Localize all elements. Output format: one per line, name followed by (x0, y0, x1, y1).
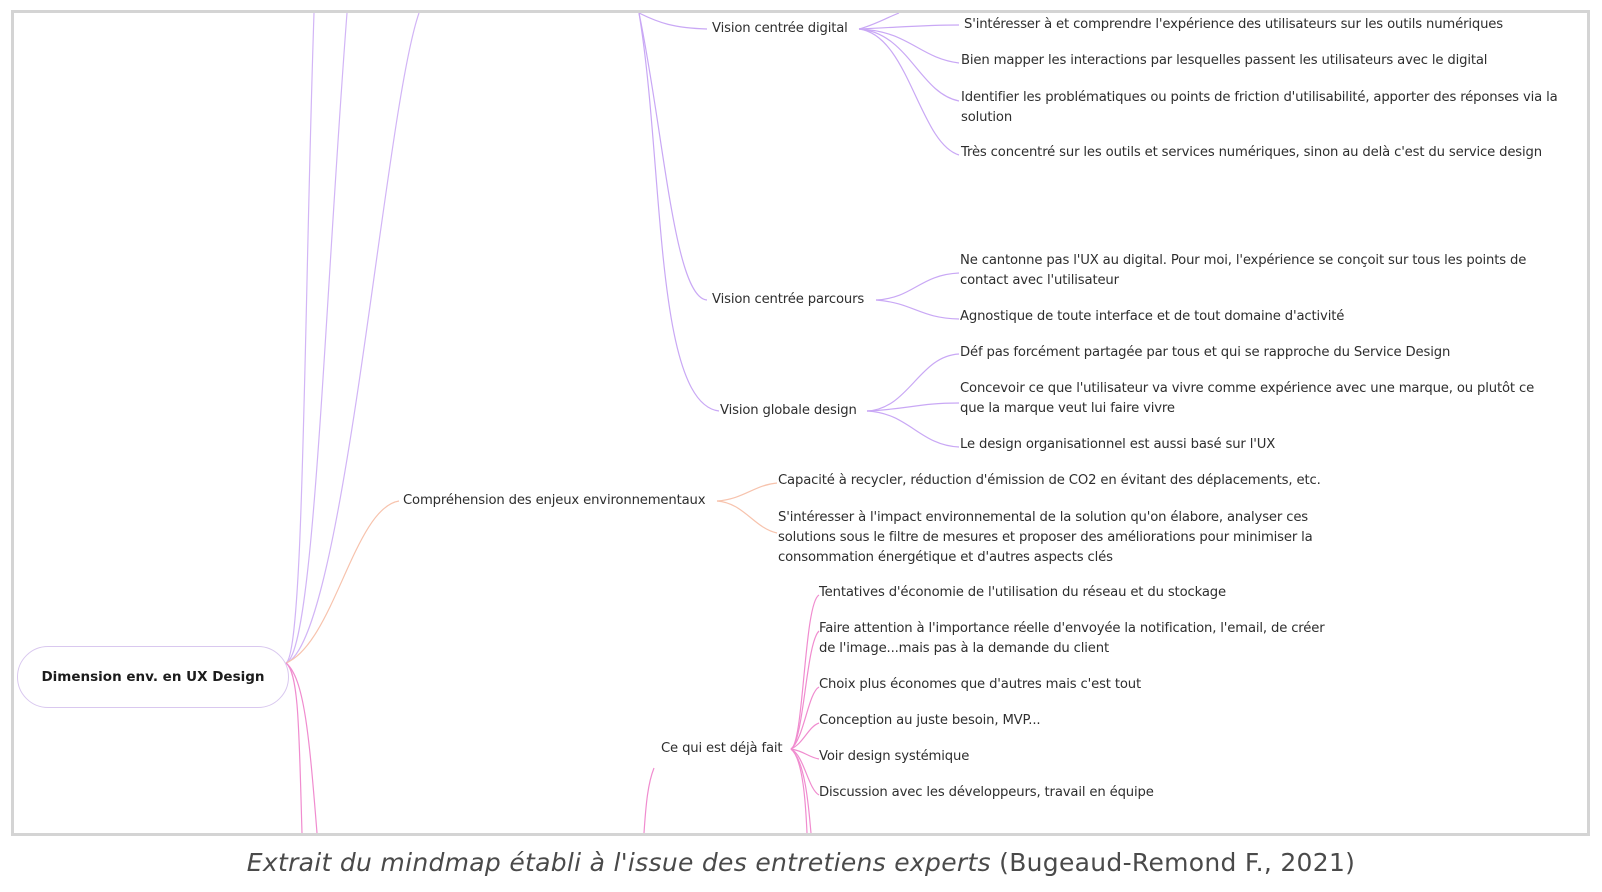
connector-digital-2 (858, 28, 960, 64)
connector-hub-parcours (638, 13, 708, 301)
caption-source: (Bugeaud-Remond F., 2021) (999, 848, 1356, 877)
leaf-digital-2[interactable]: Bien mapper les interactions par lesquel… (961, 53, 1488, 68)
connector-root-trunk-2 (285, 13, 348, 664)
connector-hub-globale (638, 13, 720, 412)
leaf-enjeux-2[interactable]: S'intéresser à l'impact environnemental … (778, 510, 1313, 565)
connector-root-trunk-3 (285, 13, 420, 664)
connector-deja-8 (790, 748, 812, 833)
connector-globale-3 (866, 410, 960, 448)
root-node-label: Dimension env. en UX Design (41, 669, 265, 685)
node-vision-digital[interactable]: Vision centrée digital (712, 21, 848, 36)
leaf-deja-1[interactable]: Tentatives d'économie de l'utilisation d… (819, 585, 1226, 600)
connector-digital-top (858, 13, 900, 30)
connector-deja-trunk (643, 767, 655, 833)
node-deja-fait[interactable]: Ce qui est déjà fait (661, 741, 783, 756)
leaf-deja-6[interactable]: Discussion avec les développeurs, travai… (819, 785, 1154, 800)
figure-caption: Extrait du mindmap établi à l'issue des … (0, 848, 1602, 877)
connector-root-pink-2 (285, 662, 318, 833)
connector-globale-2 (866, 402, 960, 412)
connector-parcours-1 (875, 272, 960, 301)
leaf-enjeux-1[interactable]: Capacité à recycler, réduction d'émissio… (778, 473, 1321, 488)
leaf-parcours-1[interactable]: Ne cantonne pas l'UX au digital. Pour mo… (960, 253, 1527, 288)
connector-parcours-2 (875, 299, 960, 320)
leaf-deja-2[interactable]: Faire attention à l'importance réelle d'… (819, 621, 1325, 656)
node-vision-parcours[interactable]: Vision centrée parcours (712, 292, 865, 307)
connector-deja-5 (790, 748, 820, 760)
leaf-deja-5[interactable]: Voir design systémique (819, 749, 970, 764)
leaf-digital-4[interactable]: Très concentré sur les outils et service… (961, 145, 1542, 160)
connector-root-enjeux (285, 500, 400, 664)
node-enjeux[interactable]: Compréhension des enjeux environnementau… (403, 493, 706, 508)
node-vision-globale[interactable]: Vision globale design (720, 403, 857, 418)
connector-deja-4 (790, 722, 820, 750)
connector-deja-2 (790, 630, 820, 750)
mindmap-connectors (285, 13, 960, 833)
connector-enjeux-2 (716, 500, 778, 534)
connector-digital-4 (858, 28, 960, 156)
leaf-digital-1[interactable]: S'intéresser à et comprendre l'expérienc… (964, 17, 1503, 32)
connector-deja-6 (790, 748, 820, 796)
connector-globale-1 (866, 353, 960, 412)
connector-root-trunk-1 (285, 13, 315, 664)
root-node[interactable]: Dimension env. en UX Design (17, 646, 289, 708)
caption-title: Extrait du mindmap établi à l'issue des … (246, 848, 991, 877)
leaf-deja-4[interactable]: Conception au juste besoin, MVP... (819, 713, 1041, 728)
leaf-deja-3[interactable]: Choix plus économes que d'autres mais c'… (819, 677, 1142, 692)
connector-enjeux-1 (716, 482, 778, 502)
connector-digital-1 (858, 24, 960, 30)
leaf-globale-2[interactable]: Concevoir ce que l'utilisateur va vivre … (960, 381, 1535, 416)
mindmap-canvas: Dimension env. en UX Design Vision centr… (11, 10, 1590, 836)
connector-deja-3 (790, 686, 820, 750)
leaf-globale-3[interactable]: Le design organisationnel est aussi basé… (960, 437, 1276, 452)
connector-hub-digital (638, 13, 708, 30)
leaf-parcours-2[interactable]: Agnostique de toute interface et de tout… (960, 309, 1345, 324)
connector-root-pink-1 (285, 662, 303, 833)
leaf-digital-3[interactable]: Identifier les problématiques ou points … (961, 90, 1558, 125)
leaf-globale-1[interactable]: Déf pas forcément partagée par tous et q… (960, 345, 1451, 360)
connector-digital-3 (858, 28, 960, 102)
